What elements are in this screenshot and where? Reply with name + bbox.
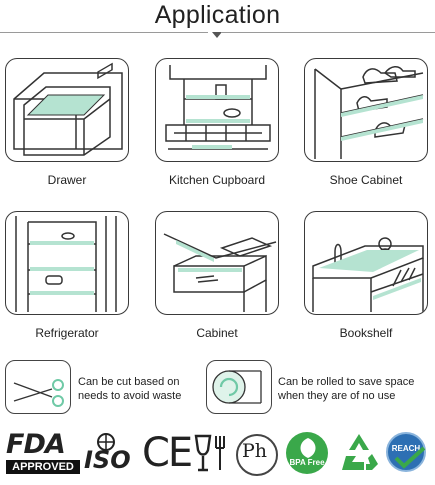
roll-icon (212, 370, 262, 404)
kitchen-cupboard-label: Kitchen Cupboard (168, 173, 266, 187)
scissors-feature-box (5, 360, 71, 414)
roll-feature-line-2: when they are of no use (278, 390, 396, 402)
page-title: Application (154, 1, 281, 29)
ce-mark: CE (142, 430, 193, 478)
recycle-icon (342, 434, 378, 470)
fda-approved-badge: FDA APPROVED (6, 430, 80, 478)
shoe-cabinet-label: Shoe Cabinet (329, 173, 403, 187)
leaf-icon (300, 438, 316, 458)
bpa-free-badge: BPA Free (284, 430, 332, 478)
cut-feature-line-1: Can be cut based on (78, 376, 180, 388)
shoe-cabinet-card (304, 58, 428, 162)
fda-approved-text: APPROVED (6, 460, 80, 474)
cut-feature-line-2: needs to avoid waste (78, 390, 182, 402)
drawer-card (5, 58, 129, 162)
reach-text: REACH (391, 444, 421, 453)
cut-feature-text: Can be cut based on needs to avoid waste (78, 375, 238, 403)
cabinet-label: Cabinet (196, 326, 238, 340)
title-divider-left (0, 32, 208, 33)
cabinet-icon (163, 233, 277, 312)
title-divider-right (222, 32, 435, 33)
ph-badge: Ph (234, 430, 280, 478)
reach-badge: REACH (384, 430, 430, 478)
iso-text: ISO (84, 446, 131, 474)
refrigerator-card (5, 211, 129, 315)
roll-feature-line-1: Can be rolled to save space (278, 376, 415, 388)
wine-glass-fork-icon (194, 434, 225, 472)
drawer-label: Drawer (47, 173, 87, 187)
bookshelf-label: Bookshelf (339, 326, 393, 340)
globe-icon (97, 433, 115, 451)
scissors-icon (13, 379, 64, 407)
refrigerator-label: Refrigerator (35, 326, 99, 340)
iso-badge: ISO (84, 430, 140, 478)
title-pointer-icon (212, 32, 222, 38)
bookshelf-card (304, 211, 428, 315)
shoe-cabinet-icon (314, 66, 424, 159)
bpa-text: BPA Free (289, 458, 325, 467)
kitchen-cupboard-icon (165, 65, 271, 150)
food-safe-badge (192, 430, 228, 478)
recycle-badge (336, 430, 382, 478)
bookshelf-icon (312, 237, 424, 312)
refrigerator-icon (15, 216, 117, 312)
cabinet-card (155, 211, 279, 315)
drawer-icon (13, 62, 123, 156)
fda-text: FDA (6, 429, 66, 460)
checkmark-icon (394, 446, 426, 469)
ph-text: Ph (242, 440, 268, 462)
kitchen-cupboard-card (155, 58, 279, 162)
roll-feature-box (206, 360, 272, 414)
roll-feature-text: Can be rolled to save space when they ar… (278, 375, 434, 403)
ce-text: CE (142, 430, 193, 476)
